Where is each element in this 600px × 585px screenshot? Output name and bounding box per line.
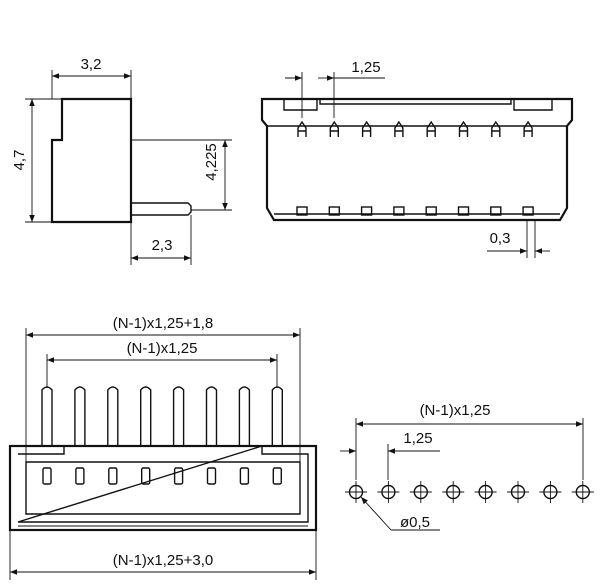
front-pin-foot (457, 206, 470, 216)
top-pin (172, 386, 185, 446)
top-pin-window (239, 467, 250, 485)
side-inner-height-label: 4,225 (203, 143, 220, 181)
side-height-label: 4,7 (11, 150, 28, 171)
front-contact (491, 120, 501, 137)
front-body-outline (260, 97, 574, 222)
top-pin-window (206, 467, 217, 485)
top-pin-window (108, 467, 118, 485)
footprint-view: (N-1)x1,25 1,25 ø0,5 (340, 402, 594, 531)
top-pin (205, 386, 218, 446)
front-pin-foot (296, 206, 308, 216)
footprint-span-label: (N-1)x1,25 (420, 402, 491, 419)
front-contact (329, 120, 339, 137)
top-pin-span-label: (N-1)x1,25 (127, 340, 198, 357)
side-pin (131, 202, 192, 216)
front-contact (394, 120, 404, 137)
side-view: 3,2 4,7 4,225 2,3 (11, 56, 232, 265)
front-contact (297, 120, 307, 137)
top-pin-window (42, 467, 52, 485)
front-pin-thickness-label: 0,3 (490, 230, 511, 247)
front-pin-foot (393, 206, 405, 216)
top-pin (140, 386, 152, 446)
top-pin-window (140, 467, 151, 485)
top-outer-width-label: (N-1)x1,25+1,8 (113, 315, 213, 332)
front-pin-foot (490, 206, 502, 216)
top-pin (74, 386, 86, 446)
top-pin (107, 386, 119, 446)
top-pin-window (272, 467, 282, 485)
footprint-pitch-label: 1,25 (403, 430, 432, 447)
front-pin-foot (425, 206, 437, 216)
side-pin-length-label: 2,3 (152, 237, 173, 254)
front-contact (523, 120, 533, 137)
side-body-outline (50, 97, 133, 224)
footprint-hole-label: ø0,5 (400, 514, 430, 531)
front-contact (458, 120, 469, 137)
front-pin-foot (360, 206, 373, 216)
front-view: 1,25 0,3 (260, 59, 574, 258)
front-pin-foot (522, 206, 534, 216)
front-pin-foot (328, 206, 340, 216)
front-contact (426, 120, 436, 137)
top-pin-window (75, 467, 85, 485)
front-contact (361, 120, 372, 137)
side-width-label: 3,2 (81, 56, 102, 73)
top-pin (41, 386, 53, 446)
top-pin-window (173, 467, 184, 485)
top-body-outline (8, 444, 318, 532)
top-overall-label: (N-1)x1,25+3,0 (113, 552, 213, 569)
front-pitch-label: 1,25 (351, 59, 380, 76)
top-view: (N-1)x1,25+1,8 (N-1)x1,25 (N-1)x1,25+3,0 (8, 315, 318, 580)
top-pin (271, 386, 283, 446)
top-pin (238, 386, 251, 446)
